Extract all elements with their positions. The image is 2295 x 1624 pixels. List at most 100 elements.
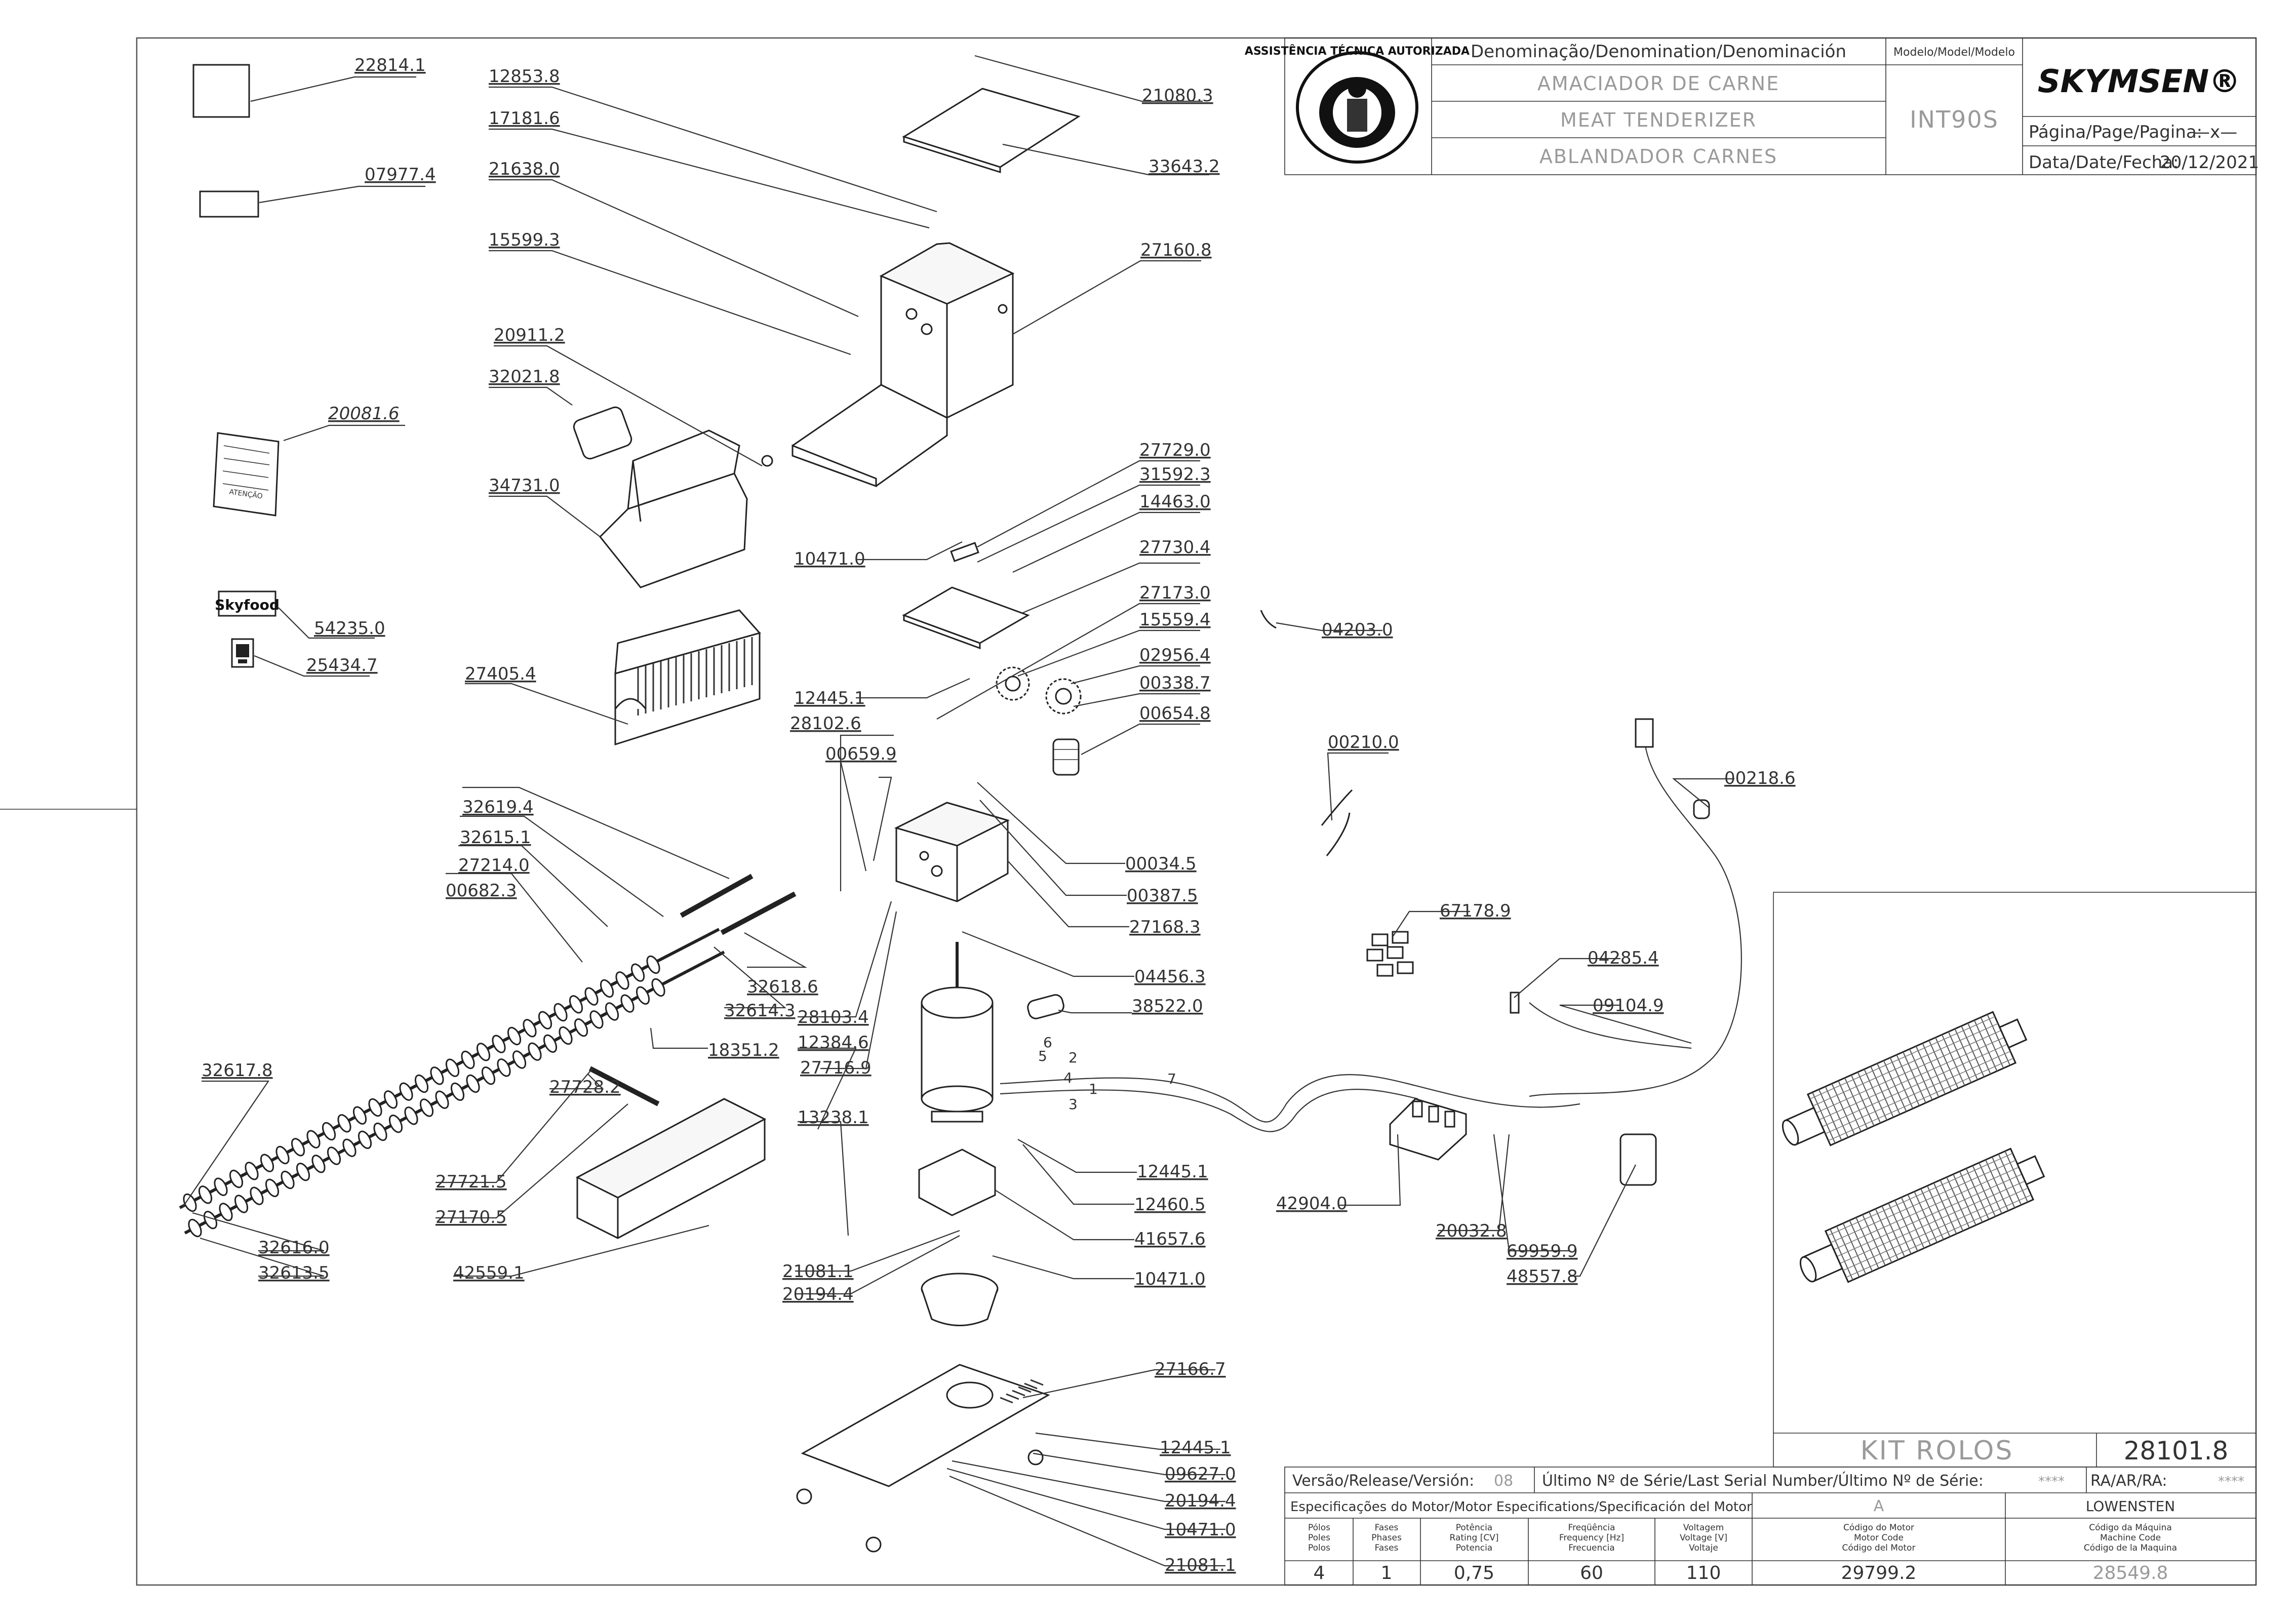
kit-rolos-box: KIT ROLOS 28101.8 <box>1773 892 2257 1468</box>
part-number-center-44: 10471.0 <box>1134 1269 1206 1289</box>
spec-header-2-l2: Rating [CV] <box>1450 1533 1499 1543</box>
part-number-left-7: 32615.1 <box>460 827 531 848</box>
date-value: 20/12/2021 <box>2160 152 2259 173</box>
part-32021-8-lens <box>573 406 632 460</box>
part-number-center-39: 12445.1 <box>1137 1162 1208 1182</box>
part-00654-8-bushing <box>1052 738 1080 776</box>
part-27168-3-gearbox <box>894 802 1010 902</box>
part-00210-0-wire <box>1321 789 1353 826</box>
part-07977-4-rect <box>199 190 259 218</box>
part-number-left-0: 22814.1 <box>354 55 426 75</box>
part-38522-0-capacitor <box>1027 994 1064 1019</box>
part-04456-3-motor <box>921 942 994 1123</box>
part-number-left-11: 32616.0 <box>258 1238 330 1258</box>
part-number-center-32: 27716.9 <box>800 1058 872 1078</box>
part-27166-7-base-plate <box>796 1364 1050 1553</box>
spec-header-1-l1: Fases <box>1375 1523 1399 1533</box>
part-number-center-10: 27729.0 <box>1139 440 1211 460</box>
part-number-center-13: 10471.0 <box>794 549 865 569</box>
spec-header-5-l2: Motor Code <box>1854 1533 1904 1543</box>
cord-plug <box>1635 718 1654 748</box>
spec-header-2-l3: Potencia <box>1456 1543 1492 1553</box>
wire-number-4: 4 <box>1063 1070 1073 1086</box>
spec-header-3-l2: Frequency [Hz] <box>1559 1533 1624 1543</box>
part-number-center-41: 41657.6 <box>1134 1229 1206 1249</box>
left-parts: ATENÇÃO Skyfood <box>179 64 797 1238</box>
spec-value-2: 0,75 <box>1454 1563 1494 1583</box>
skyfood-logo-text: Skyfood <box>215 597 280 613</box>
part-number-center-1: 17181.6 <box>489 108 560 129</box>
part-00218-6-grommet <box>1693 799 1710 819</box>
part-number-right-3: 67178.9 <box>1440 901 1511 921</box>
spec-header-4-l1: Voltagem <box>1683 1523 1724 1533</box>
wire-number-7: 7 <box>1167 1071 1176 1087</box>
part-number-right-0: 04203.0 <box>1322 620 1393 640</box>
gear-pair <box>996 666 1082 715</box>
date-label: Data/Date/Fecha: <box>2029 152 2179 173</box>
kit-roller-upper <box>1782 1011 2028 1146</box>
part-number-left-3: 54235.0 <box>314 618 385 639</box>
kit-name: KIT ROLOS <box>1861 1436 2014 1466</box>
spec-header-3-l3: Frecuencia <box>1568 1543 1614 1553</box>
part-number-center-50: 21081.1 <box>1165 1555 1236 1575</box>
part-34731-0-guard <box>599 429 773 588</box>
part-number-center-38: 13238.1 <box>798 1107 869 1128</box>
motor-brand: LOWENSTEN <box>2086 1498 2175 1515</box>
motor-spec-label: Especificações do Motor/Motor Especifica… <box>1290 1499 1752 1515</box>
part-number-center-4: 20911.2 <box>494 325 565 345</box>
part-number-center-29: 32614.3 <box>724 1001 796 1021</box>
part-number-center-17: 02956.4 <box>1139 645 1211 665</box>
part-number-left-2: 20081.6 <box>328 404 400 424</box>
part-number-center-18: 00338.7 <box>1139 673 1211 693</box>
brand-logo: SKYMSEN® <box>2038 63 2240 100</box>
authorized-service-stamp: ASSISTÊNCIA TÉCNICA AUTORIZADA <box>1245 45 1470 164</box>
part-number-center-14: 27730.4 <box>1139 537 1211 558</box>
center-assembly <box>573 88 1082 1553</box>
part-09104-9-power-cord <box>1529 719 1742 1097</box>
spec-header-1-l2: Phases <box>1371 1533 1402 1543</box>
spec-header-0-l3: Polos <box>1308 1543 1330 1553</box>
part-number-center-0: 12853.8 <box>489 66 560 87</box>
part-27170-5-tray <box>575 1098 767 1239</box>
part-number-center-33: 18351.2 <box>708 1040 779 1060</box>
part-number-center-9: 27160.8 <box>1140 240 1212 260</box>
name-en: MEAT TENDERIZER <box>1560 109 1757 131</box>
part-27405-4-comb <box>614 609 761 746</box>
part-number-center-7: 21080.3 <box>1142 86 1213 106</box>
wire-number-6: 6 <box>1043 1034 1052 1051</box>
wire-number-3: 3 <box>1069 1096 1078 1113</box>
spec-value-1: 1 <box>1381 1563 1393 1583</box>
part-number-center-15: 27173.0 <box>1139 583 1211 603</box>
motor-letter: A <box>1874 1497 1884 1515</box>
drawing-frame <box>136 37 2257 1586</box>
part-number-center-6: 34731.0 <box>489 476 560 496</box>
kit-code: 28101.8 <box>2124 1436 2229 1465</box>
part-number-left-12: 32613.5 <box>258 1263 330 1283</box>
part-number-center-35: 27721.5 <box>436 1172 507 1192</box>
part-number-center-26: 04456.3 <box>1134 967 1206 987</box>
part-number-center-30: 28103.4 <box>798 1007 869 1027</box>
spec-header-0-l1: Pólos <box>1308 1523 1330 1533</box>
part-41657-6-mount <box>918 1148 996 1216</box>
part-27721-5-rod <box>588 1066 660 1106</box>
part-number-center-24: 00387.5 <box>1127 886 1198 906</box>
page-value: —x— <box>2193 122 2237 142</box>
name-es: ABLANDADOR CARNES <box>1539 145 1777 168</box>
part-number-right-8: 69959.9 <box>1507 1241 1578 1261</box>
part-number-right-2: 00218.6 <box>1724 768 1796 788</box>
part-number-right-9: 48557.8 <box>1507 1266 1578 1287</box>
denomination-header: Denominação/Denomination/Denominación <box>1471 42 1846 62</box>
part-22814-1-square <box>192 64 250 118</box>
spec-header-6-l2: Machine Code <box>2100 1533 2161 1543</box>
spec-header-4-l3: Voltaje <box>1689 1543 1718 1553</box>
leader-lines <box>182 55 1734 1567</box>
part-number-center-8: 33643.2 <box>1149 156 1220 177</box>
wire-number-2: 2 <box>1069 1049 1078 1066</box>
part-04203-0-wire <box>1260 610 1277 629</box>
part-27730-4-plate <box>902 586 1030 644</box>
release-value: 08 <box>1494 1472 1513 1490</box>
spec-header-5-l1: Código do Motor <box>1843 1523 1914 1533</box>
spec-value-5: 29799.2 <box>1841 1563 1917 1583</box>
